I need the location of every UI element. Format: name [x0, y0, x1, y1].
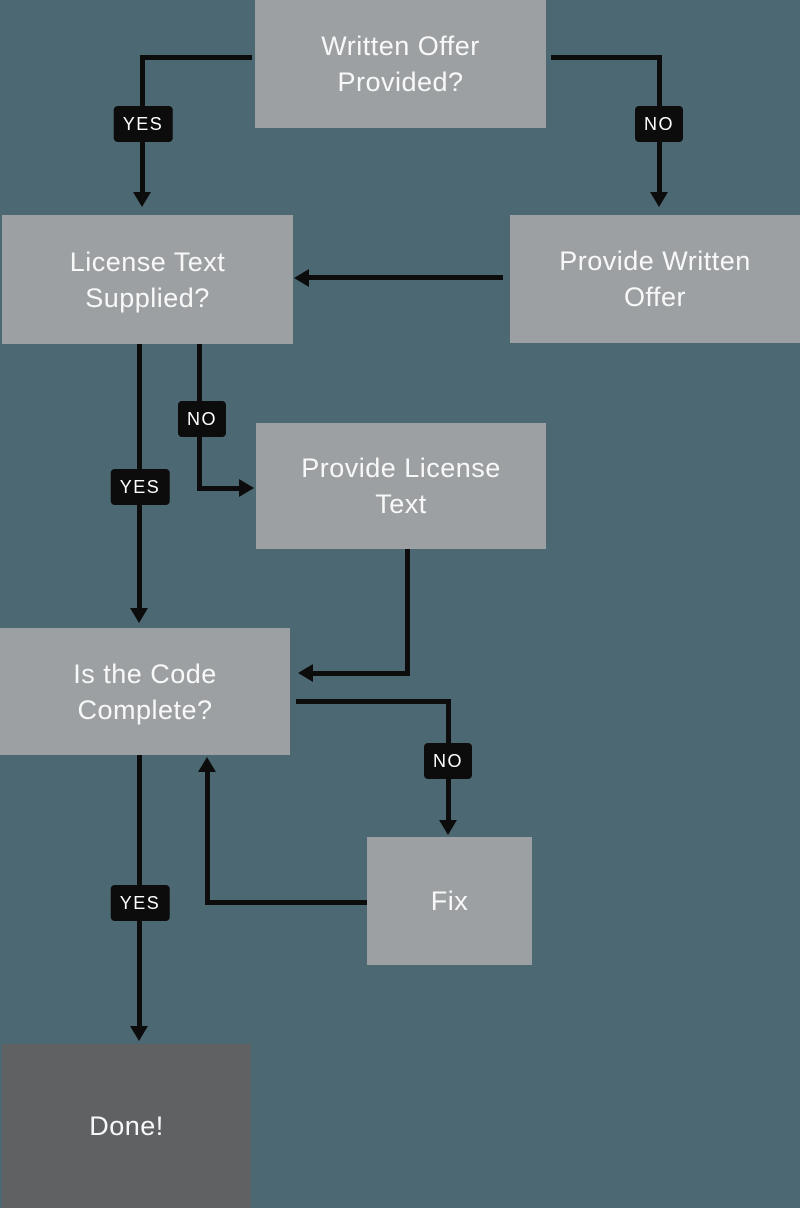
- node-label-provide-license-text: Provide License Text: [301, 453, 501, 519]
- edge-code-complete-to-fix-segment-h: [296, 699, 451, 704]
- edge-provide-license-to-code-complete-segment-v: [405, 549, 410, 676]
- arrowhead-into-fix: [439, 820, 457, 835]
- node-label-written-offer-provided: Written Offer Provided?: [321, 31, 480, 97]
- edge-label-no-license-to-provide-license: NO: [178, 401, 226, 437]
- node-is-the-code-complete: Is the Code Complete?: [0, 628, 290, 755]
- node-provide-written-offer: Provide Written Offer: [510, 215, 800, 343]
- edge-label-no-written-to-provide-offer: NO: [635, 106, 683, 142]
- node-label-provide-written-offer: Provide Written Offer: [559, 246, 751, 312]
- arrowhead-into-done: [130, 1026, 148, 1041]
- node-done: Done!: [2, 1044, 251, 1208]
- node-written-offer-provided: Written Offer Provided?: [255, 0, 546, 128]
- arrowhead-into-license-text-supplied-right: [294, 269, 309, 287]
- edge-label-yes-code-complete-to-done: YES: [110, 885, 170, 921]
- edge-label-yes-written-to-license: YES: [113, 106, 173, 142]
- node-provide-license-text: Provide License Text: [256, 423, 546, 549]
- node-label-fix: Fix: [430, 886, 469, 916]
- node-label-done: Done!: [89, 1111, 164, 1141]
- edge-license-to-provide-license-segment-h: [197, 486, 239, 491]
- node-license-text-supplied: License Text Supplied?: [2, 215, 293, 344]
- node-label-is-the-code-complete: Is the Code Complete?: [73, 658, 217, 725]
- edge-written-to-license-segment-h: [140, 55, 252, 60]
- node-label-license-text-supplied: License Text Supplied?: [69, 246, 226, 313]
- edge-fix-to-code-complete-segment-h: [205, 900, 367, 905]
- edge-provide-offer-to-license-segment-h: [309, 275, 503, 280]
- edge-written-to-provide-offer-segment-h: [551, 55, 662, 60]
- edge-label-no-code-complete-to-fix: NO: [424, 743, 472, 779]
- edge-fix-to-code-complete-segment-v: [205, 770, 210, 905]
- arrowhead-into-code-complete-top: [130, 608, 148, 623]
- arrowhead-into-provide-written-offer: [650, 192, 668, 207]
- arrowhead-into-code-complete-right: [298, 664, 313, 682]
- arrowhead-into-code-complete-bottom: [198, 757, 216, 772]
- arrowhead-into-provide-license-text: [239, 479, 254, 497]
- edge-provide-license-to-code-complete-segment-h: [313, 671, 410, 676]
- node-fix: Fix: [367, 837, 532, 965]
- arrowhead-into-license-text-supplied: [133, 192, 151, 207]
- edge-label-yes-license-to-code-complete: YES: [110, 469, 170, 505]
